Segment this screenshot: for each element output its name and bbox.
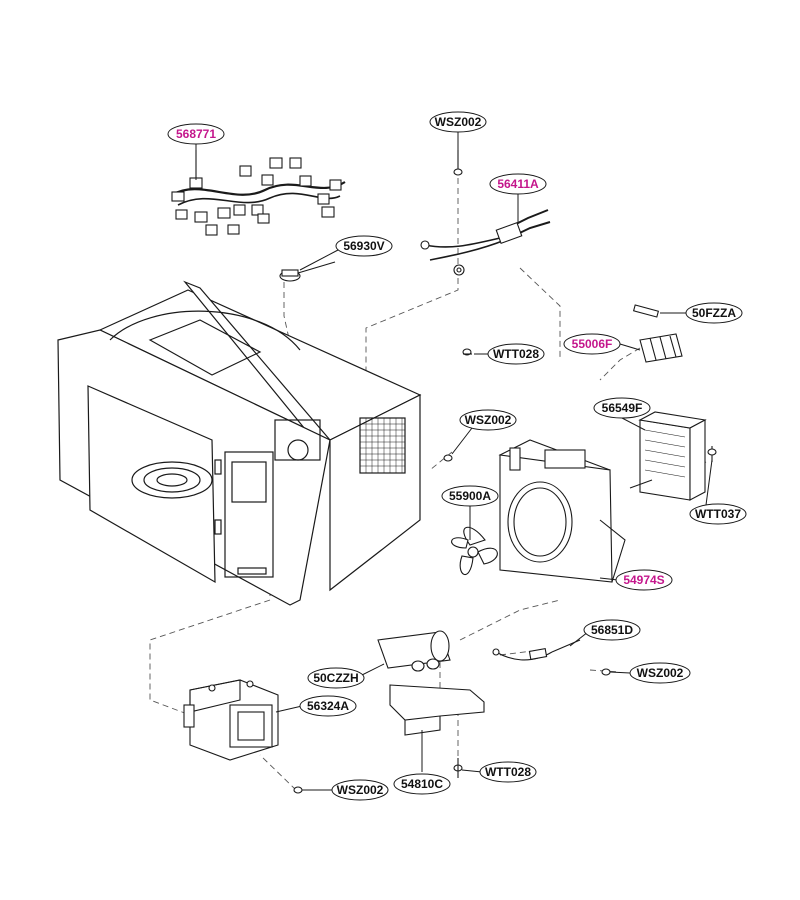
callout-leaders (195, 132, 713, 791)
callout-54810c: 54810C (393, 773, 451, 795)
label-55900a: 55900A (449, 489, 491, 503)
callout-50fzza: 50FZZA (685, 302, 743, 324)
callout-56411a: 56411A (489, 173, 547, 195)
thermostat (279, 261, 336, 282)
label-54810c: 54810C (401, 777, 443, 791)
callout-wsz002-top: WSZ002 (429, 111, 487, 133)
callout-55900a: 55900A (441, 485, 499, 507)
air-guide-frame (498, 439, 626, 583)
label-50fzza: 50FZZA (692, 306, 736, 320)
label-54974s: 54974S (623, 573, 664, 587)
high-voltage-transformer (629, 411, 713, 501)
callout-56851d: 56851D (583, 619, 641, 641)
label-56324a: 56324A (307, 699, 349, 713)
callout-wtt028-mid: WTT028 (487, 343, 545, 365)
callout-568771: 568771 (167, 123, 225, 145)
callout-56930v: 56930V (335, 235, 393, 257)
label-568771: 568771 (176, 127, 216, 141)
label-wsz002-bottom: WSZ002 (337, 783, 384, 797)
relay-pin (632, 304, 660, 318)
callout-wsz002-bottom: WSZ002 (331, 779, 389, 801)
label-wsz002-mid: WSZ002 (465, 413, 512, 427)
label-wsz002-right: WSZ002 (637, 666, 684, 680)
callout-56324a: 56324A (299, 695, 357, 717)
callout-wsz002-right: WSZ002 (629, 662, 691, 684)
screws (293, 348, 717, 794)
callout-wtt037: WTT037 (689, 503, 747, 525)
screw-top (453, 150, 463, 176)
callout-56549f: 56549F (593, 397, 651, 419)
wiring-harness (171, 150, 346, 236)
label-56549f: 56549F (602, 401, 643, 415)
label-56411a: 56411A (497, 177, 539, 191)
fan-motor-bracket (639, 333, 683, 363)
label-56851d: 56851D (591, 623, 633, 637)
fan-blade (451, 526, 498, 576)
magnetron (183, 679, 279, 761)
label-55006f: 55006F (572, 337, 613, 351)
oven-cavity (57, 280, 422, 606)
callout-wsz002-mid: WSZ002 (459, 409, 517, 431)
callout-50czzh: 50CZZH (307, 667, 365, 689)
label-wtt037: WTT037 (695, 507, 741, 521)
sensor-cable (420, 209, 551, 276)
callout-54974s: 54974S (615, 569, 673, 591)
label-wsz002-top: WSZ002 (435, 115, 482, 129)
label-56930v: 56930V (343, 239, 384, 253)
label-wtt028-mid: WTT028 (493, 347, 539, 361)
diode (492, 639, 581, 661)
capacitor-bracket (389, 684, 485, 736)
label-50czzh: 50CZZH (313, 671, 358, 685)
label-wtt028-bottom: WTT028 (485, 765, 531, 779)
capacitor (377, 630, 451, 672)
callout-wtt028-bottom: WTT028 (479, 761, 537, 783)
callout-55006f: 55006F (563, 333, 621, 355)
